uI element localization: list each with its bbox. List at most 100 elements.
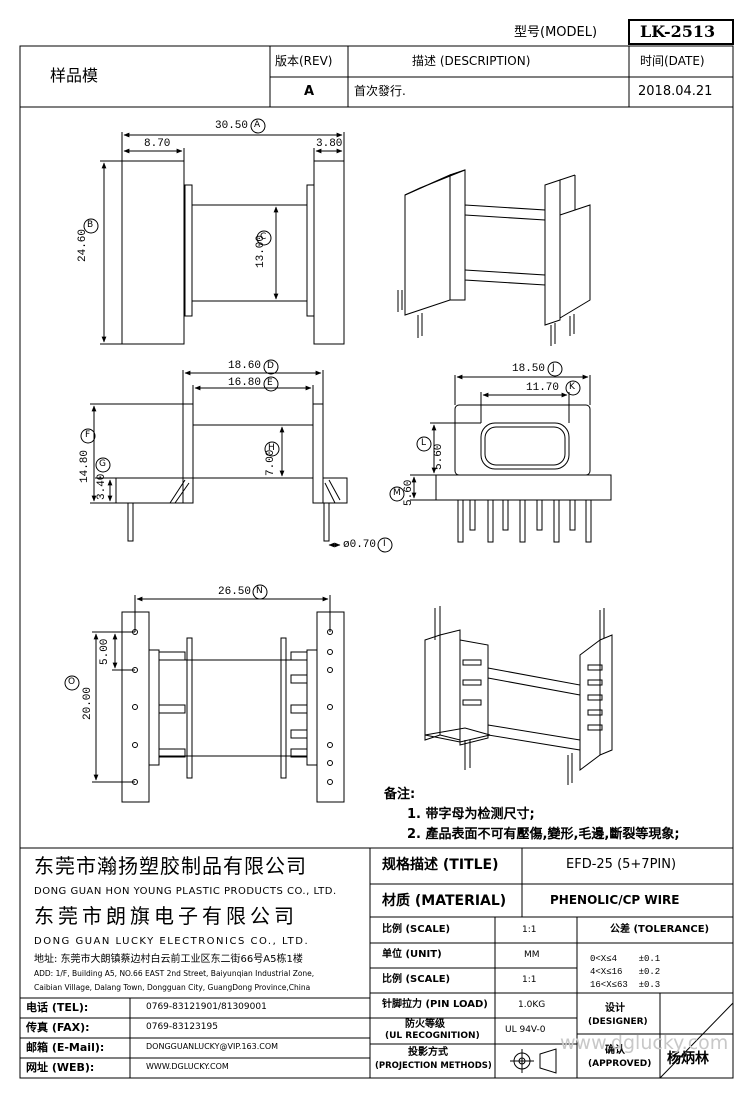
spec-unit-label: 单位 (UNIT) (382, 949, 442, 960)
contact-web-value: WWW.DGLUCKY.COM (146, 1062, 229, 1071)
dim-n: 26.50 (218, 586, 252, 598)
spec-unit-value: MM (524, 950, 540, 960)
letter-i: I (383, 539, 386, 549)
letter-b: B (87, 220, 94, 230)
dim-w2: 3.80 (316, 138, 343, 150)
iso-view-top (397, 169, 591, 346)
contact-fax-value: 0769-83123195 (146, 1022, 218, 1032)
spec-tol-3: 16<X≤63 ±0.3 (590, 980, 661, 990)
side-view (410, 374, 612, 543)
letter-m: M (393, 488, 401, 498)
spec-material-value: PHENOLIC/CP WIRE (550, 893, 680, 907)
letter-o: O (68, 677, 76, 687)
date-label: 时间(DATE) (640, 54, 705, 68)
spec-approved-value: 杨炳林 (667, 1051, 709, 1067)
dim-l: 5.60 (433, 443, 445, 470)
rev-value: A (304, 84, 315, 99)
desc-value: 首次發行. (354, 84, 406, 98)
spec-fire-value: UL 94V-0 (505, 1025, 546, 1035)
spec-fire-label2: (UL RECOGNITION) (385, 1031, 480, 1041)
letter-a: A (254, 120, 261, 130)
letter-f: F (85, 430, 91, 440)
spec-designer-label2: (DESIGNER) (588, 1017, 648, 1027)
spec-material-label: 材质 (MATERIAL) (382, 893, 507, 909)
spec-designer-label1: 设计 (605, 1003, 625, 1014)
iso-pins-right (587, 664, 603, 731)
notes-item-1: 1. 带字母为检测尺寸; (407, 807, 535, 822)
spec-tol-2: 4<X≤16 ±0.2 (590, 967, 661, 977)
date-value: 2018.04.21 (638, 84, 713, 99)
contact-email-label: 邮箱 (E-Mail): (26, 1041, 105, 1054)
dim-w1: 8.70 (144, 138, 171, 150)
company-name2-cn: 东莞市朗旗电子有限公司 (34, 904, 298, 928)
contact-web-label: 网址 (WEB): (26, 1061, 95, 1074)
dim-letter-circles (64, 118, 581, 691)
desc-label: 描述 (DESCRIPTION) (412, 54, 531, 68)
dim-i: ø0.70 (343, 539, 377, 551)
spec-approved-label1: 确认 (605, 1045, 625, 1056)
side-view-pins (457, 499, 592, 543)
spec-title-label: 规格描述 (TITLE) (382, 857, 499, 873)
model-value: LK-2513 (640, 22, 716, 41)
title-block-frame (19, 847, 734, 1079)
header-frame (19, 19, 734, 849)
contact-fax-label: 传真 (FAX): (26, 1021, 90, 1034)
iso-view-bottom (424, 606, 613, 785)
top-view (100, 132, 345, 345)
spec-tolerance-label: 公差 (TOLERANCE) (610, 924, 710, 935)
dim-m: 5.60 (403, 479, 415, 506)
dim-o: 20.00 (82, 686, 94, 720)
spec-title-value: EFD-25 (5+7PIN) (566, 857, 677, 872)
company-addr-cn: 地址: 东莞市大朗镇蔡边村白云前工业区东二街66号A5栋1楼 (34, 954, 303, 965)
rev-label: 版本(REV) (275, 54, 333, 68)
contact-email-value: DONGGUANLUCKY@VIP.163.COM (146, 1042, 279, 1051)
dim-d: 18.60 (228, 360, 262, 372)
dim-f: 14.80 (79, 449, 91, 483)
bottom-view-pin-holes (132, 629, 333, 785)
spec-scale-label: 比例 (SCALE) (382, 924, 451, 935)
company-name2-en: DONG GUAN LUCKY ELECTRONICS CO., LTD. (34, 936, 310, 947)
company-name1-cn: 东莞市瀚扬塑胶制品有限公司 (34, 854, 307, 878)
letter-n: N (256, 586, 263, 596)
spec-scale2-value: 1:1 (522, 975, 537, 985)
letter-d: D (267, 361, 274, 371)
dim-a: 30.50 (215, 120, 249, 132)
spec-scale-value: 1:1 (522, 925, 537, 935)
dim-g: 3.40 (96, 473, 108, 500)
bottom-view (92, 595, 345, 803)
spec-fire-label1: 防火等级 (405, 1019, 445, 1030)
company-name1-en: DONG GUAN HON YOUNG PLASTIC PRODUCTS CO.… (34, 886, 337, 897)
notes-title: 备注: (384, 787, 416, 802)
dim-k: 11.70 (526, 382, 560, 394)
spec-approved-label2: (APPROVED) (588, 1059, 652, 1069)
spec-tol-1: 0<X≤4 ±0.1 (590, 954, 661, 964)
spec-pinload-value: 1.0KG (518, 1000, 546, 1010)
model-label: 型号(MODEL) (514, 25, 598, 40)
contact-tel-value: 0769-83121901/81309001 (146, 1002, 267, 1012)
spec-proj-label2: (PROJECTION METHODS) (375, 1061, 492, 1071)
letter-j: J (552, 363, 555, 373)
spec-proj-label1: 投影方式 (408, 1047, 448, 1058)
letter-l: L (421, 438, 427, 448)
spec-scale2-label: 比例 (SCALE) (382, 974, 451, 985)
dim-e: 16.80 (228, 377, 262, 389)
dim-b: 24.60 (77, 228, 89, 262)
letter-c: C (260, 232, 267, 242)
contact-tel-label: 电话 (TEL): (26, 1001, 89, 1014)
dim-p: 5.00 (99, 638, 111, 665)
letter-e: E (267, 378, 273, 388)
iso-pins-left (462, 659, 482, 706)
letter-h: H (268, 443, 275, 453)
spec-pinload-label: 针脚拉力 (PIN LOAD) (382, 999, 488, 1010)
company-addr-en2: Caibian Village, Dalang Town, Dongguan C… (34, 983, 311, 992)
front-view (90, 370, 348, 548)
letter-k: K (569, 382, 575, 392)
letter-g: G (99, 459, 106, 469)
dim-j: 18.50 (512, 363, 546, 375)
company-addr-en1: ADD: 1/F, Building A5, NO.66 EAST 2nd St… (34, 969, 315, 978)
watermark: www.dglucky.com (560, 1032, 729, 1054)
dim-h: 7.00 (265, 449, 277, 476)
notes-item-2: 2. 產品表面不可有壓傷,變形,毛邊,斷裂等現象; (407, 827, 680, 842)
sample-label: 样品模 (50, 66, 99, 85)
